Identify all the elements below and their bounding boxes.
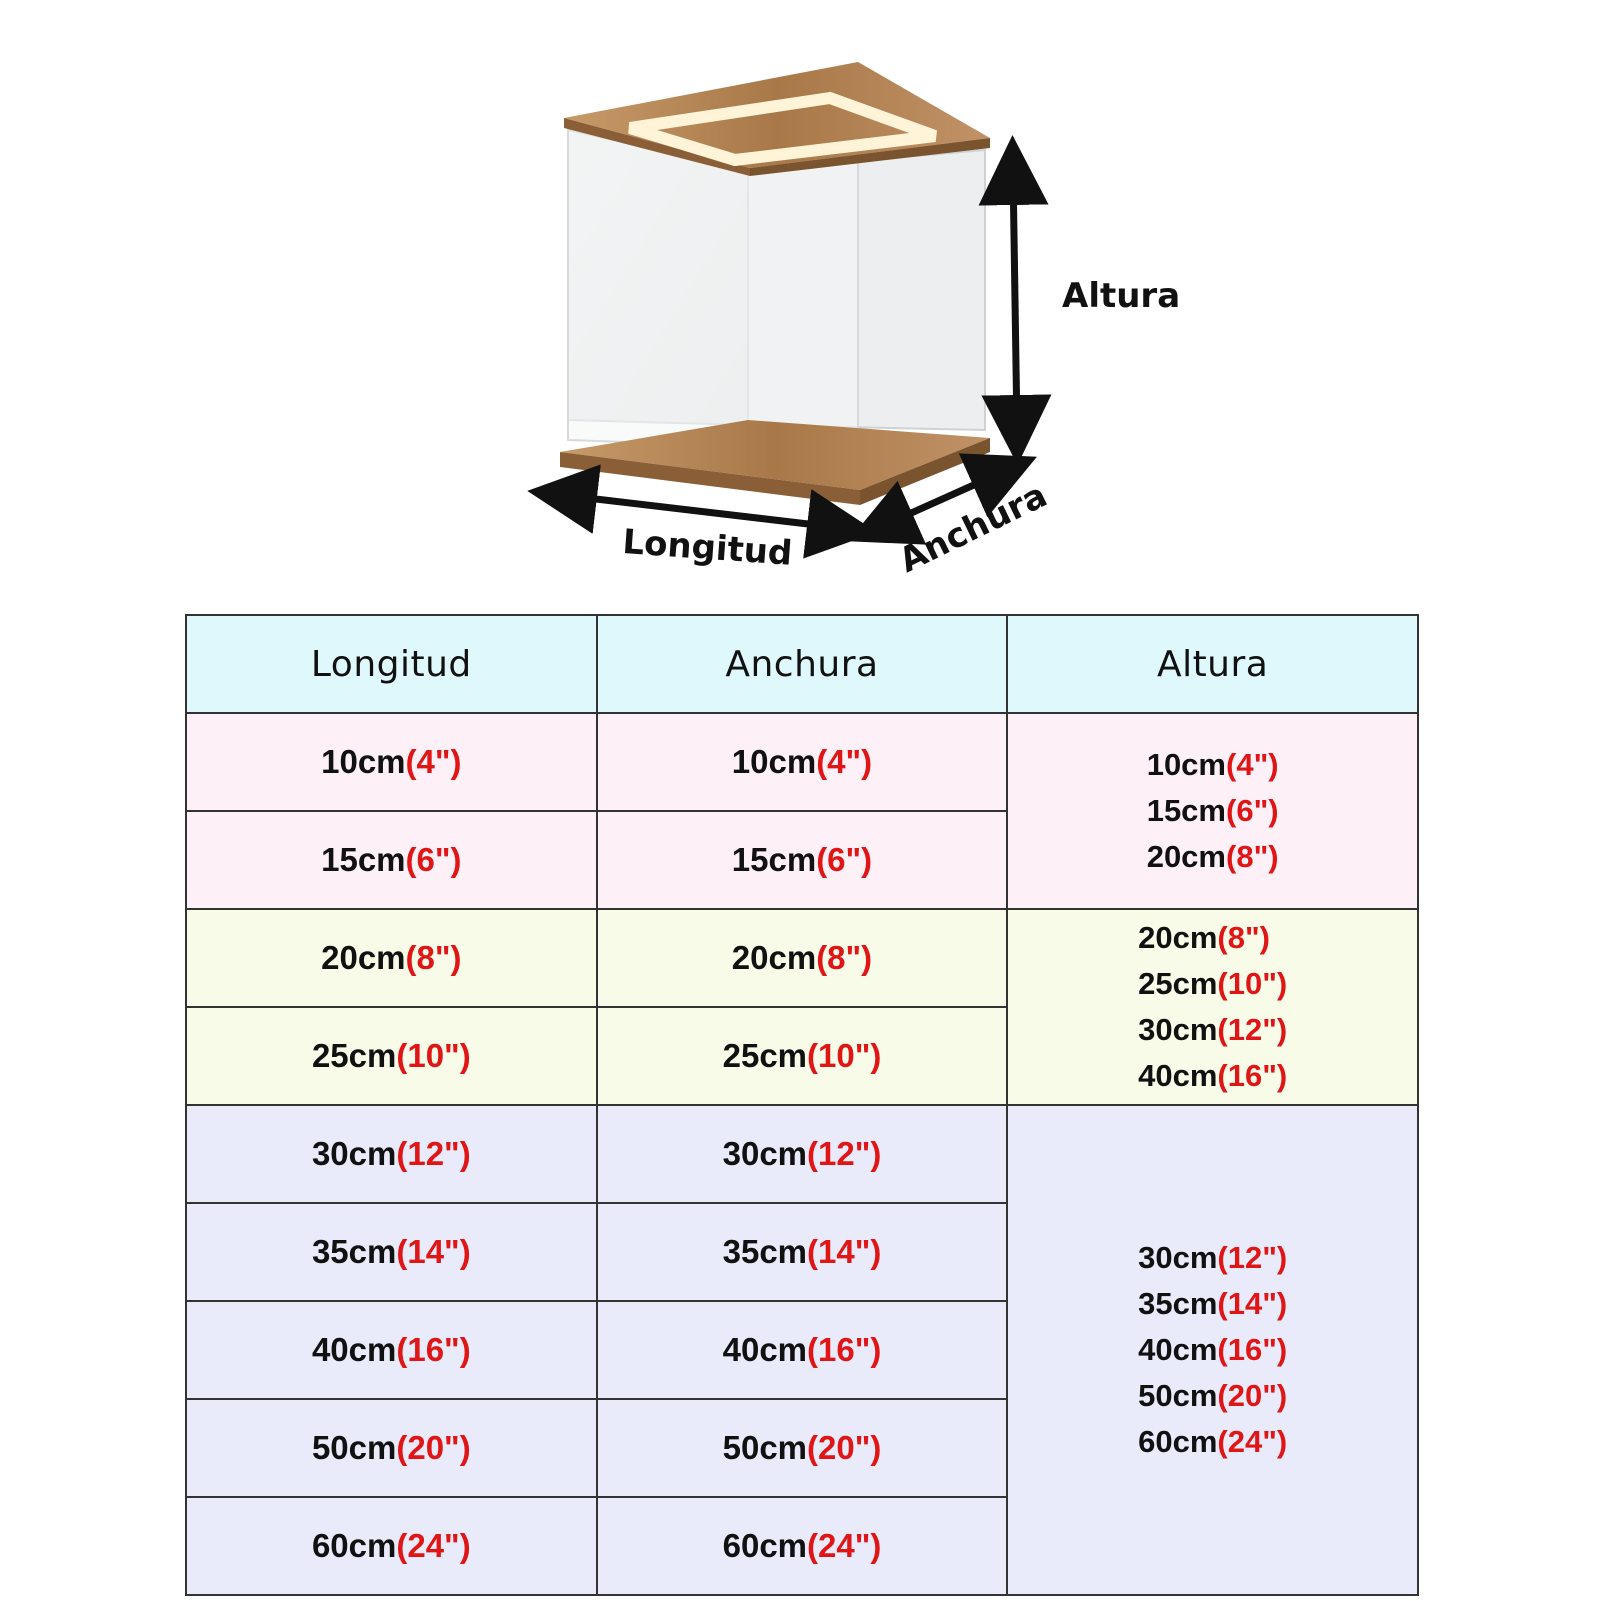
altura-option: 30cm(12") [1138, 1012, 1288, 1047]
altura-option: 20cm(8") [1138, 920, 1270, 955]
table-row: 10cm(4") 10cm(4") 10cm(4") 15cm(6") 20cm… [185, 712, 1419, 910]
longitud-cell: 15cm(6") [185, 810, 598, 910]
altura-option: 35cm(14") [1138, 1286, 1288, 1321]
altura-option: 25cm(10") [1138, 966, 1288, 1001]
longitud-cell: 50cm(20") [185, 1398, 598, 1498]
display-case-diagram [527, 62, 1052, 559]
longitud-cell: 10cm(4") [185, 712, 598, 812]
header-altura: Altura [1006, 614, 1419, 714]
altura-option: 60cm(24") [1138, 1424, 1288, 1459]
table-row: 30cm(12") 30cm(12") 30cm(12") 35cm(14") … [185, 1104, 1419, 1596]
altura-label: Altura [1062, 276, 1181, 316]
altura-option: 15cm(6") [1146, 793, 1279, 828]
size-table: Longitud Anchura Altura 10cm(4") 10cm(4"… [185, 614, 1419, 1596]
anchura-arrow [848, 453, 1037, 545]
altura-stack: 20cm(8") 25cm(10") 30cm(12") 40cm(16") [1138, 915, 1287, 1099]
anchura-cell: 10cm(4") [595, 712, 1009, 812]
altura-option: 20cm(8") [1146, 839, 1279, 874]
wood-lid-side [750, 138, 990, 176]
anchura-cell: 35cm(14") [595, 1202, 1009, 1302]
altura-arrow [978, 135, 1052, 465]
led-light-ring [628, 91, 938, 167]
altura-stack: 10cm(4") 15cm(6") 20cm(8") [1147, 742, 1279, 880]
table-row: 20cm(8") 20cm(8") 20cm(8") 25cm(10") 30c… [185, 908, 1419, 1106]
longitud-cell: 35cm(14") [185, 1202, 598, 1302]
wood-lid-front [564, 118, 750, 176]
longitud-cell: 60cm(24") [185, 1496, 598, 1596]
altura-option: 30cm(12") [1138, 1240, 1288, 1275]
altura-group-cell: 30cm(12") 35cm(14") 40cm(16") 50cm(20") … [1006, 1104, 1419, 1596]
altura-option: 40cm(16") [1138, 1058, 1288, 1093]
display-case [560, 62, 990, 505]
anchura-cell: 30cm(12") [595, 1104, 1009, 1204]
table-header-row: Longitud Anchura Altura [185, 614, 1419, 714]
longitud-cell: 30cm(12") [185, 1104, 598, 1204]
longitud-cell: 25cm(10") [185, 1006, 598, 1106]
altura-option: 40cm(16") [1138, 1332, 1288, 1367]
anchura-cell: 25cm(10") [595, 1006, 1009, 1106]
longitud-arrow [527, 464, 877, 559]
header-longitud: Longitud [185, 614, 598, 714]
table-row: 15cm(6") 15cm(6") [185, 810, 1418, 910]
altura-stack: 30cm(12") 35cm(14") 40cm(16") 50cm(20") … [1138, 1235, 1287, 1465]
header-anchura: Anchura [595, 614, 1009, 714]
anchura-cell: 60cm(24") [595, 1496, 1009, 1596]
altura-group-cell: 20cm(8") 25cm(10") 30cm(12") 40cm(16") [1006, 908, 1419, 1106]
longitud-cell: 20cm(8") [185, 908, 598, 1008]
altura-group-cell: 10cm(4") 15cm(6") 20cm(8") [1006, 712, 1419, 910]
altura-option: 50cm(20") [1138, 1378, 1288, 1413]
anchura-cell: 15cm(6") [595, 810, 1009, 910]
longitud-cell: 40cm(16") [185, 1300, 598, 1400]
altura-option: 10cm(4") [1146, 747, 1279, 782]
anchura-cell: 50cm(20") [595, 1398, 1009, 1498]
anchura-cell: 20cm(8") [595, 908, 1009, 1008]
anchura-cell: 40cm(16") [595, 1300, 1009, 1400]
